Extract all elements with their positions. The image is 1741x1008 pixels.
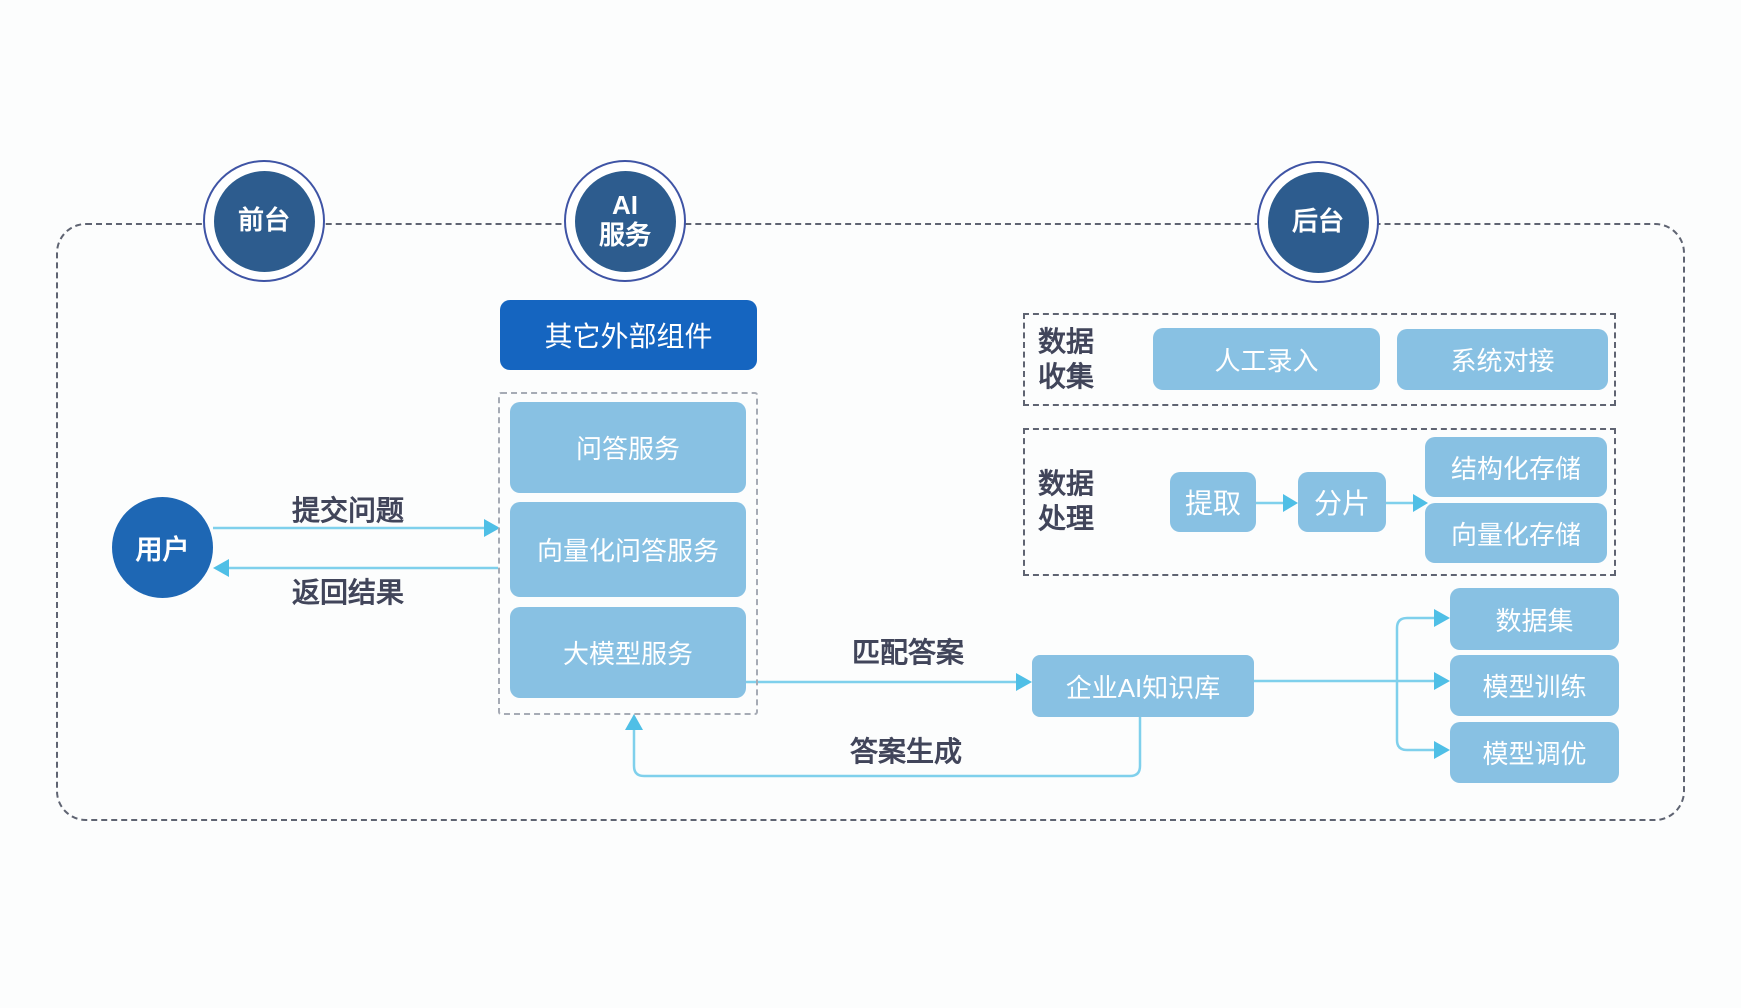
data-processing-label: 数据 处理 (1038, 468, 1095, 534)
submit-question-label: 提交问题 (291, 495, 404, 526)
manual-entry-box: 人工录入 (1153, 328, 1380, 390)
lane-label-backstage: 后台 (1267, 171, 1369, 273)
lane-label-ai-service: AI 服务 (574, 170, 676, 272)
lane-node-ai-service: AI 服务 (564, 160, 686, 282)
return-result-label: 返回结果 (291, 577, 404, 608)
external-components-box: 其它外部组件 (500, 300, 757, 370)
split-box: 分片 (1298, 472, 1386, 532)
model-training-box: 模型训练 (1450, 655, 1619, 716)
user-node: 用户 (112, 497, 213, 598)
model-tuning-box: 模型调优 (1450, 722, 1619, 783)
system-boundary (56, 223, 1685, 821)
lane-node-frontstage: 前台 (203, 160, 325, 282)
qa-service-box: 问答服务 (510, 402, 746, 493)
vector-storage-box: 向量化存储 (1425, 503, 1607, 563)
system-integration-box: 系统对接 (1397, 329, 1608, 390)
match-answer-label: 匹配答案 (851, 637, 964, 668)
lane-label-frontstage: 前台 (213, 170, 315, 272)
enterprise-ai-knowledge-base-box: 企业AI知识库 (1032, 655, 1254, 717)
dataset-box: 数据集 (1450, 588, 1619, 650)
extract-box: 提取 (1170, 472, 1256, 532)
ai-services-group (498, 392, 758, 715)
lane-node-backstage: 后台 (1257, 161, 1379, 283)
structured-storage-box: 结构化存储 (1425, 437, 1607, 497)
vector-qa-service-box: 向量化问答服务 (510, 502, 746, 597)
answer-generation-label: 答案生成 (849, 736, 962, 767)
llm-service-box: 大模型服务 (510, 607, 746, 698)
data-processing-group (1023, 428, 1616, 576)
data-collection-group (1023, 313, 1616, 406)
data-collection-label: 数据 收集 (1038, 326, 1095, 392)
